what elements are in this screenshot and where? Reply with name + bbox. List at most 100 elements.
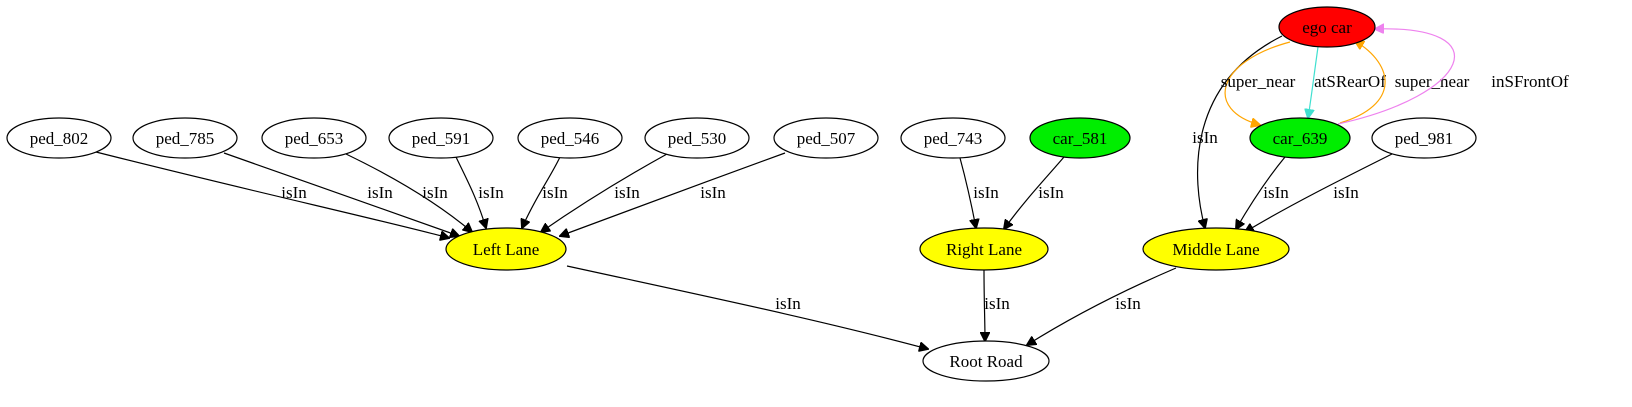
edge-line [455, 156, 486, 228]
edge-line [984, 269, 985, 341]
node-label: ped_591 [412, 129, 471, 148]
node-label: ped_802 [30, 129, 89, 148]
node-ellipse [1278, 6, 1376, 48]
node-rootRoad: Root Road [922, 340, 1050, 382]
edge-label: isIn [281, 183, 307, 202]
node-ped591: ped_591 [388, 117, 494, 159]
edge-middleLane-to-rootRoad: isIn [1027, 267, 1177, 345]
edge-label: isIn [1192, 128, 1218, 147]
edge-line [1196, 35, 1283, 228]
edge-line [1339, 41, 1386, 124]
edge-label: inSFrontOf [1491, 72, 1569, 91]
node-ped743: ped_743 [900, 117, 1006, 159]
edge-car581-to-rightLane: isIn [1004, 156, 1065, 229]
node-middleLane: Middle Lane [1142, 227, 1290, 271]
edge-label: isIn [478, 183, 504, 202]
node-ped802: ped_802 [6, 117, 112, 159]
edge-ego-to-middleLane: isIn [1192, 35, 1283, 228]
edge-line [560, 152, 786, 236]
node-ellipse [1029, 117, 1131, 159]
edge-car639-to-ego: inSFrontOf [1337, 29, 1569, 125]
edge-ego-to-car639: super_near [1221, 41, 1296, 125]
node-label: Left Lane [473, 240, 540, 259]
node-label: ped_530 [668, 129, 727, 148]
node-ellipse [261, 117, 367, 159]
node-label: ped_507 [797, 129, 856, 148]
node-label: ped_546 [541, 129, 600, 148]
node-ellipse [1249, 117, 1351, 159]
node-car581: car_581 [1029, 117, 1131, 159]
edge-label: isIn [422, 183, 448, 202]
node-label: car_581 [1053, 129, 1108, 148]
node-ellipse [132, 117, 238, 159]
node-label: car_639 [1273, 129, 1328, 148]
edge-label: isIn [1333, 183, 1359, 202]
node-ellipse [900, 117, 1006, 159]
edge-label: super_near [1221, 72, 1296, 91]
node-ped546: ped_546 [517, 117, 623, 159]
node-ellipse [644, 117, 750, 159]
edge-line [1308, 46, 1319, 118]
node-car639: car_639 [1249, 117, 1351, 159]
edge-line [345, 153, 472, 232]
edge-label: isIn [367, 183, 393, 202]
edge-line [541, 153, 668, 232]
edge-line [1027, 267, 1177, 345]
node-ped530: ped_530 [644, 117, 750, 159]
node-ped785: ped_785 [132, 117, 238, 159]
edge-line [1337, 29, 1456, 125]
edge-label: isIn [1115, 294, 1141, 313]
edge-label: isIn [614, 183, 640, 202]
edge-label: isIn [542, 183, 568, 202]
edges-layer: isIn isIn isIn isIn isIn isIn isIn isIn isIn isIn… [95, 29, 1569, 349]
node-label: ped_653 [285, 129, 344, 148]
edge-ped653-to-leftLane: isIn [345, 153, 472, 232]
edge-ego-to-car639: atSRearOf [1308, 46, 1386, 118]
node-ego: ego car [1278, 6, 1376, 48]
edge-label: isIn [973, 183, 999, 202]
node-ped653: ped_653 [261, 117, 367, 159]
edge-ped743-to-rightLane: isIn [959, 157, 999, 228]
edge-label: isIn [700, 183, 726, 202]
edge-ped530-to-leftLane: isIn [541, 153, 668, 232]
edge-label: super_near [1395, 72, 1470, 91]
node-ellipse [517, 117, 623, 159]
node-ellipse [773, 117, 879, 159]
node-ellipse [1142, 227, 1290, 271]
node-ellipse [6, 117, 112, 159]
edge-label: isIn [775, 294, 801, 313]
node-ped981: ped_981 [1371, 117, 1477, 159]
node-label: ped_981 [1395, 129, 1454, 148]
edge-line [1004, 156, 1065, 229]
edge-rightLane-to-rootRoad: isIn [984, 269, 1010, 341]
edge-line [1245, 153, 1393, 232]
node-label: ped_743 [924, 129, 983, 148]
edge-label: isIn [984, 294, 1010, 313]
edge-car639-to-middleLane: isIn [1236, 156, 1289, 229]
node-ellipse [919, 227, 1049, 271]
node-leftLane: Left Lane [445, 227, 567, 271]
node-label: ego car [1302, 18, 1352, 37]
edge-line [959, 157, 976, 228]
node-ped507: ped_507 [773, 117, 879, 159]
node-rightLane: Right Lane [919, 227, 1049, 271]
edge-label: isIn [1038, 183, 1064, 202]
node-ellipse [1371, 117, 1477, 159]
node-label: Middle Lane [1172, 240, 1259, 259]
edge-line [566, 265, 928, 349]
nodes-layer: ego car car_639 car_581 ped_802 ped_785 ped_6… [6, 6, 1477, 382]
edge-ped802-to-leftLane: isIn [95, 151, 449, 238]
edge-ped507-to-leftLane: isIn [560, 152, 786, 236]
edge-car639-to-ego: super_near [1339, 41, 1470, 124]
edge-line [1236, 156, 1286, 229]
edge-ped981-to-middleLane: isIn [1245, 153, 1393, 232]
node-ellipse [445, 227, 567, 271]
node-label: Right Lane [946, 240, 1022, 259]
edge-label: isIn [1263, 183, 1289, 202]
edge-ped591-to-leftLane: isIn [455, 156, 504, 228]
edge-line [1224, 41, 1291, 125]
edge-line [223, 152, 459, 236]
node-ellipse [388, 117, 494, 159]
edge-leftLane-to-rootRoad: isIn [566, 265, 928, 349]
